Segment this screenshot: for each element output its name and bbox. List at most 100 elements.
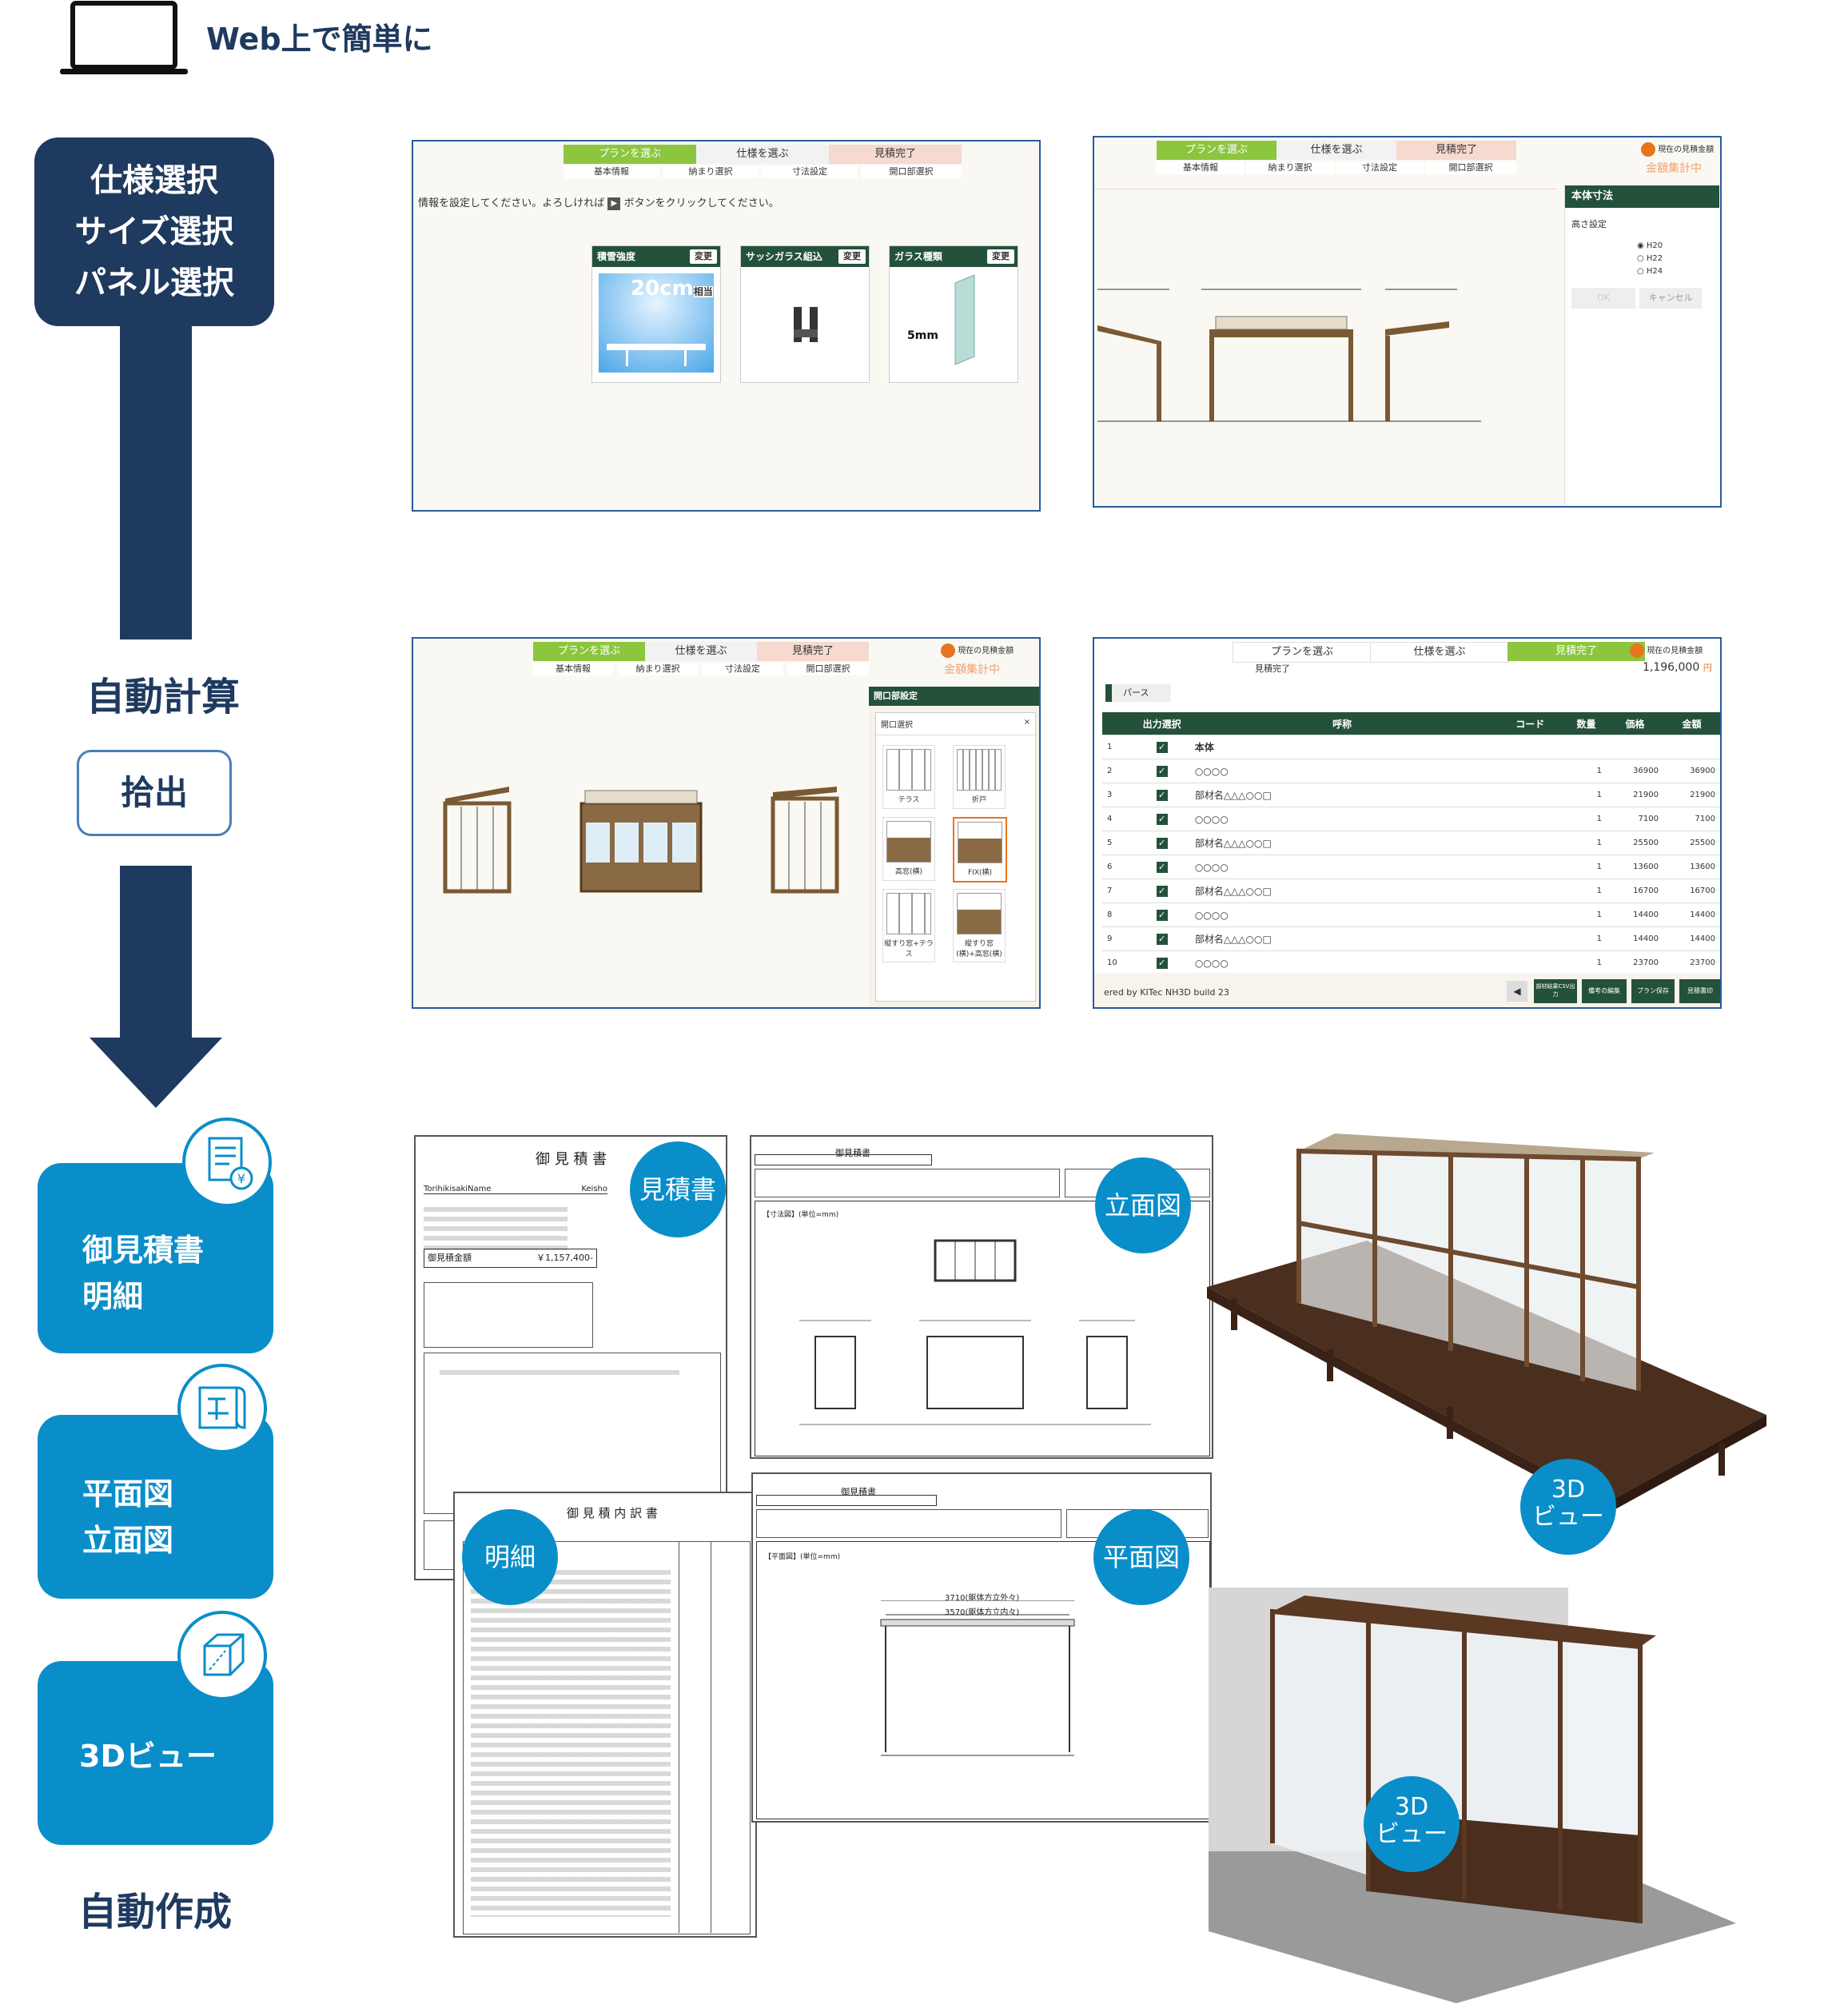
opening-option[interactable]: 高窓(横): [882, 817, 935, 881]
estimate-icon: ¥: [182, 1118, 272, 1207]
wizard-substep[interactable]: 開口部選択: [787, 663, 869, 675]
edit-notes-button[interactable]: 備考の編集: [1582, 979, 1627, 1003]
output-checkbox[interactable]: ✓: [1156, 814, 1168, 825]
spec-card-snow[interactable]: 積雪強度変更 20cm相当: [591, 245, 721, 383]
plan-circle: 平面図: [1093, 1509, 1189, 1605]
detail-document: 御 見 積 内 訳 書: [453, 1492, 757, 1938]
output-checkbox[interactable]: ✓: [1156, 910, 1168, 921]
list-title: 開口選択: [881, 721, 913, 730]
table-row[interactable]: 1✓本体: [1102, 735, 1720, 759]
doc-title: 御見積書: [841, 1487, 876, 1497]
output-checkbox[interactable]: ✓: [1156, 766, 1168, 777]
output-checkbox[interactable]: ✓: [1156, 742, 1168, 753]
section-label: 【寸法図】(単位=mm): [763, 1211, 839, 1219]
opening-option[interactable]: 縦すり窓(横)+高窓(横): [953, 889, 1006, 962]
wizard-substep[interactable]: 基本情報: [1157, 161, 1245, 174]
spec-card-title: サッシガラス組込: [746, 251, 822, 262]
close-icon[interactable]: ×: [1023, 718, 1030, 727]
wizard-substep[interactable]: 寸法設定: [1336, 161, 1424, 174]
wizard-substep[interactable]: 見積完了: [1233, 663, 1312, 675]
wizard-substep[interactable]: 基本情報: [533, 663, 613, 675]
wizard-substep[interactable]: 開口部選択: [1425, 161, 1516, 174]
output-checkbox[interactable]: ✓: [1156, 886, 1168, 897]
blueprint-icon: [177, 1364, 267, 1453]
card-line: 御見積書: [82, 1233, 205, 1268]
elevation-circle: 立面図: [1095, 1157, 1191, 1253]
output-checkbox[interactable]: ✓: [1156, 958, 1168, 969]
col-header: コード: [1494, 712, 1566, 735]
spec-card-sash[interactable]: サッシガラス組込 変更: [740, 245, 870, 383]
panel-title: 開口部設定: [869, 687, 1039, 706]
card-line: 立面図: [82, 1523, 174, 1558]
opening-option[interactable]: 折戸: [953, 745, 1006, 809]
back-icon[interactable]: ◀: [1507, 981, 1527, 1002]
snow-image: 20cm相当: [599, 273, 714, 373]
total-value: 金額集計中: [944, 663, 1000, 676]
change-button[interactable]: 変更: [838, 249, 866, 264]
laptop-icon: [60, 1, 188, 74]
detail-circle: 明細: [462, 1509, 558, 1605]
wizard-substep[interactable]: 基本情報: [564, 165, 659, 178]
tab-perspective[interactable]: パース: [1105, 684, 1171, 702]
change-button[interactable]: 変更: [690, 249, 717, 264]
svg-text:¥: ¥: [237, 1171, 245, 1186]
cancel-button[interactable]: キャンセル: [1639, 288, 1703, 309]
wizard-step[interactable]: プランを選ぶ: [1157, 141, 1276, 160]
auto-create-label: 自動作成: [78, 1890, 233, 1934]
save-plan-button[interactable]: プラン保存: [1631, 979, 1675, 1003]
wizard-step[interactable]: 仕様を選ぶ: [1370, 642, 1509, 663]
height-option[interactable]: ○ H24: [1637, 267, 1663, 276]
height-option[interactable]: ○ H22: [1637, 254, 1663, 263]
wizard-step[interactable]: プランを選ぶ: [533, 642, 645, 661]
col-header: 金額: [1663, 712, 1720, 735]
wizard-step[interactable]: 見積完了: [829, 145, 962, 164]
wizard-substep[interactable]: 寸法設定: [762, 165, 858, 178]
wizard-substep[interactable]: 納まり選択: [663, 165, 759, 178]
screenshot-estimate-complete: プランを選ぶ 仕様を選ぶ 見積完了 見積完了 現在の見積金額 1,196,000…: [1093, 637, 1722, 1009]
opening-option[interactable]: テラス: [882, 745, 935, 809]
output-checkbox[interactable]: ✓: [1156, 934, 1168, 945]
wizard-step[interactable]: 仕様を選ぶ: [696, 145, 829, 164]
wizard-substep[interactable]: 納まり選択: [618, 663, 698, 675]
instruction-part: ボタンをクリックしてください。: [623, 197, 779, 209]
wizard-step[interactable]: プランを選ぶ: [1233, 642, 1372, 663]
opening-panel: 開口部設定 開口選択 × テラス 折戸 高窓(横) FIX(横) 縦すり窓+テラス…: [869, 687, 1039, 1007]
height-option[interactable]: ◉ H20: [1637, 241, 1663, 250]
opening-option[interactable]: FIX(横): [953, 817, 1007, 882]
spec-card-glass[interactable]: ガラス種類変更 5mm: [889, 245, 1018, 383]
wizard-step[interactable]: プランを選ぶ: [564, 145, 696, 164]
wizard-step[interactable]: 見積完了: [757, 642, 869, 661]
wizard-step[interactable]: 見積完了: [1507, 642, 1645, 661]
snow-caption: 20cm相当: [631, 277, 713, 301]
card-line: 明細: [82, 1279, 144, 1314]
wizard-step[interactable]: 仕様を選ぶ: [645, 642, 757, 661]
csv-button[interactable]: 部材結果CSV出力: [1534, 979, 1577, 1003]
wizard-substep[interactable]: 開口部選択: [861, 165, 962, 178]
total-box: 御見積金額￥1,157,400-: [424, 1249, 597, 1268]
wizard-step[interactable]: 見積完了: [1396, 141, 1516, 160]
wizard-step[interactable]: 仕様を選ぶ: [1276, 141, 1396, 160]
drawing-card: 平面図 立面図: [38, 1415, 273, 1599]
wizard-substep[interactable]: 寸法設定: [703, 663, 783, 675]
wizard-substep[interactable]: 納まり選択: [1246, 161, 1334, 174]
output-checkbox[interactable]: ✓: [1156, 838, 1168, 849]
step-selection-box: 仕様選択 サイズ選択 パネル選択: [34, 137, 274, 326]
glass-caption: 5mm: [907, 329, 938, 342]
ok-button[interactable]: OK: [1571, 288, 1635, 309]
output-checkbox[interactable]: ✓: [1156, 862, 1168, 873]
elevation-drawing: [1097, 289, 1481, 422]
output-checkbox[interactable]: ✓: [1156, 790, 1168, 801]
print-estimate-button[interactable]: 見積書印: [1679, 979, 1720, 1003]
change-button[interactable]: 変更: [987, 249, 1014, 264]
opening-option[interactable]: 縦すり窓+テラス: [882, 889, 935, 962]
